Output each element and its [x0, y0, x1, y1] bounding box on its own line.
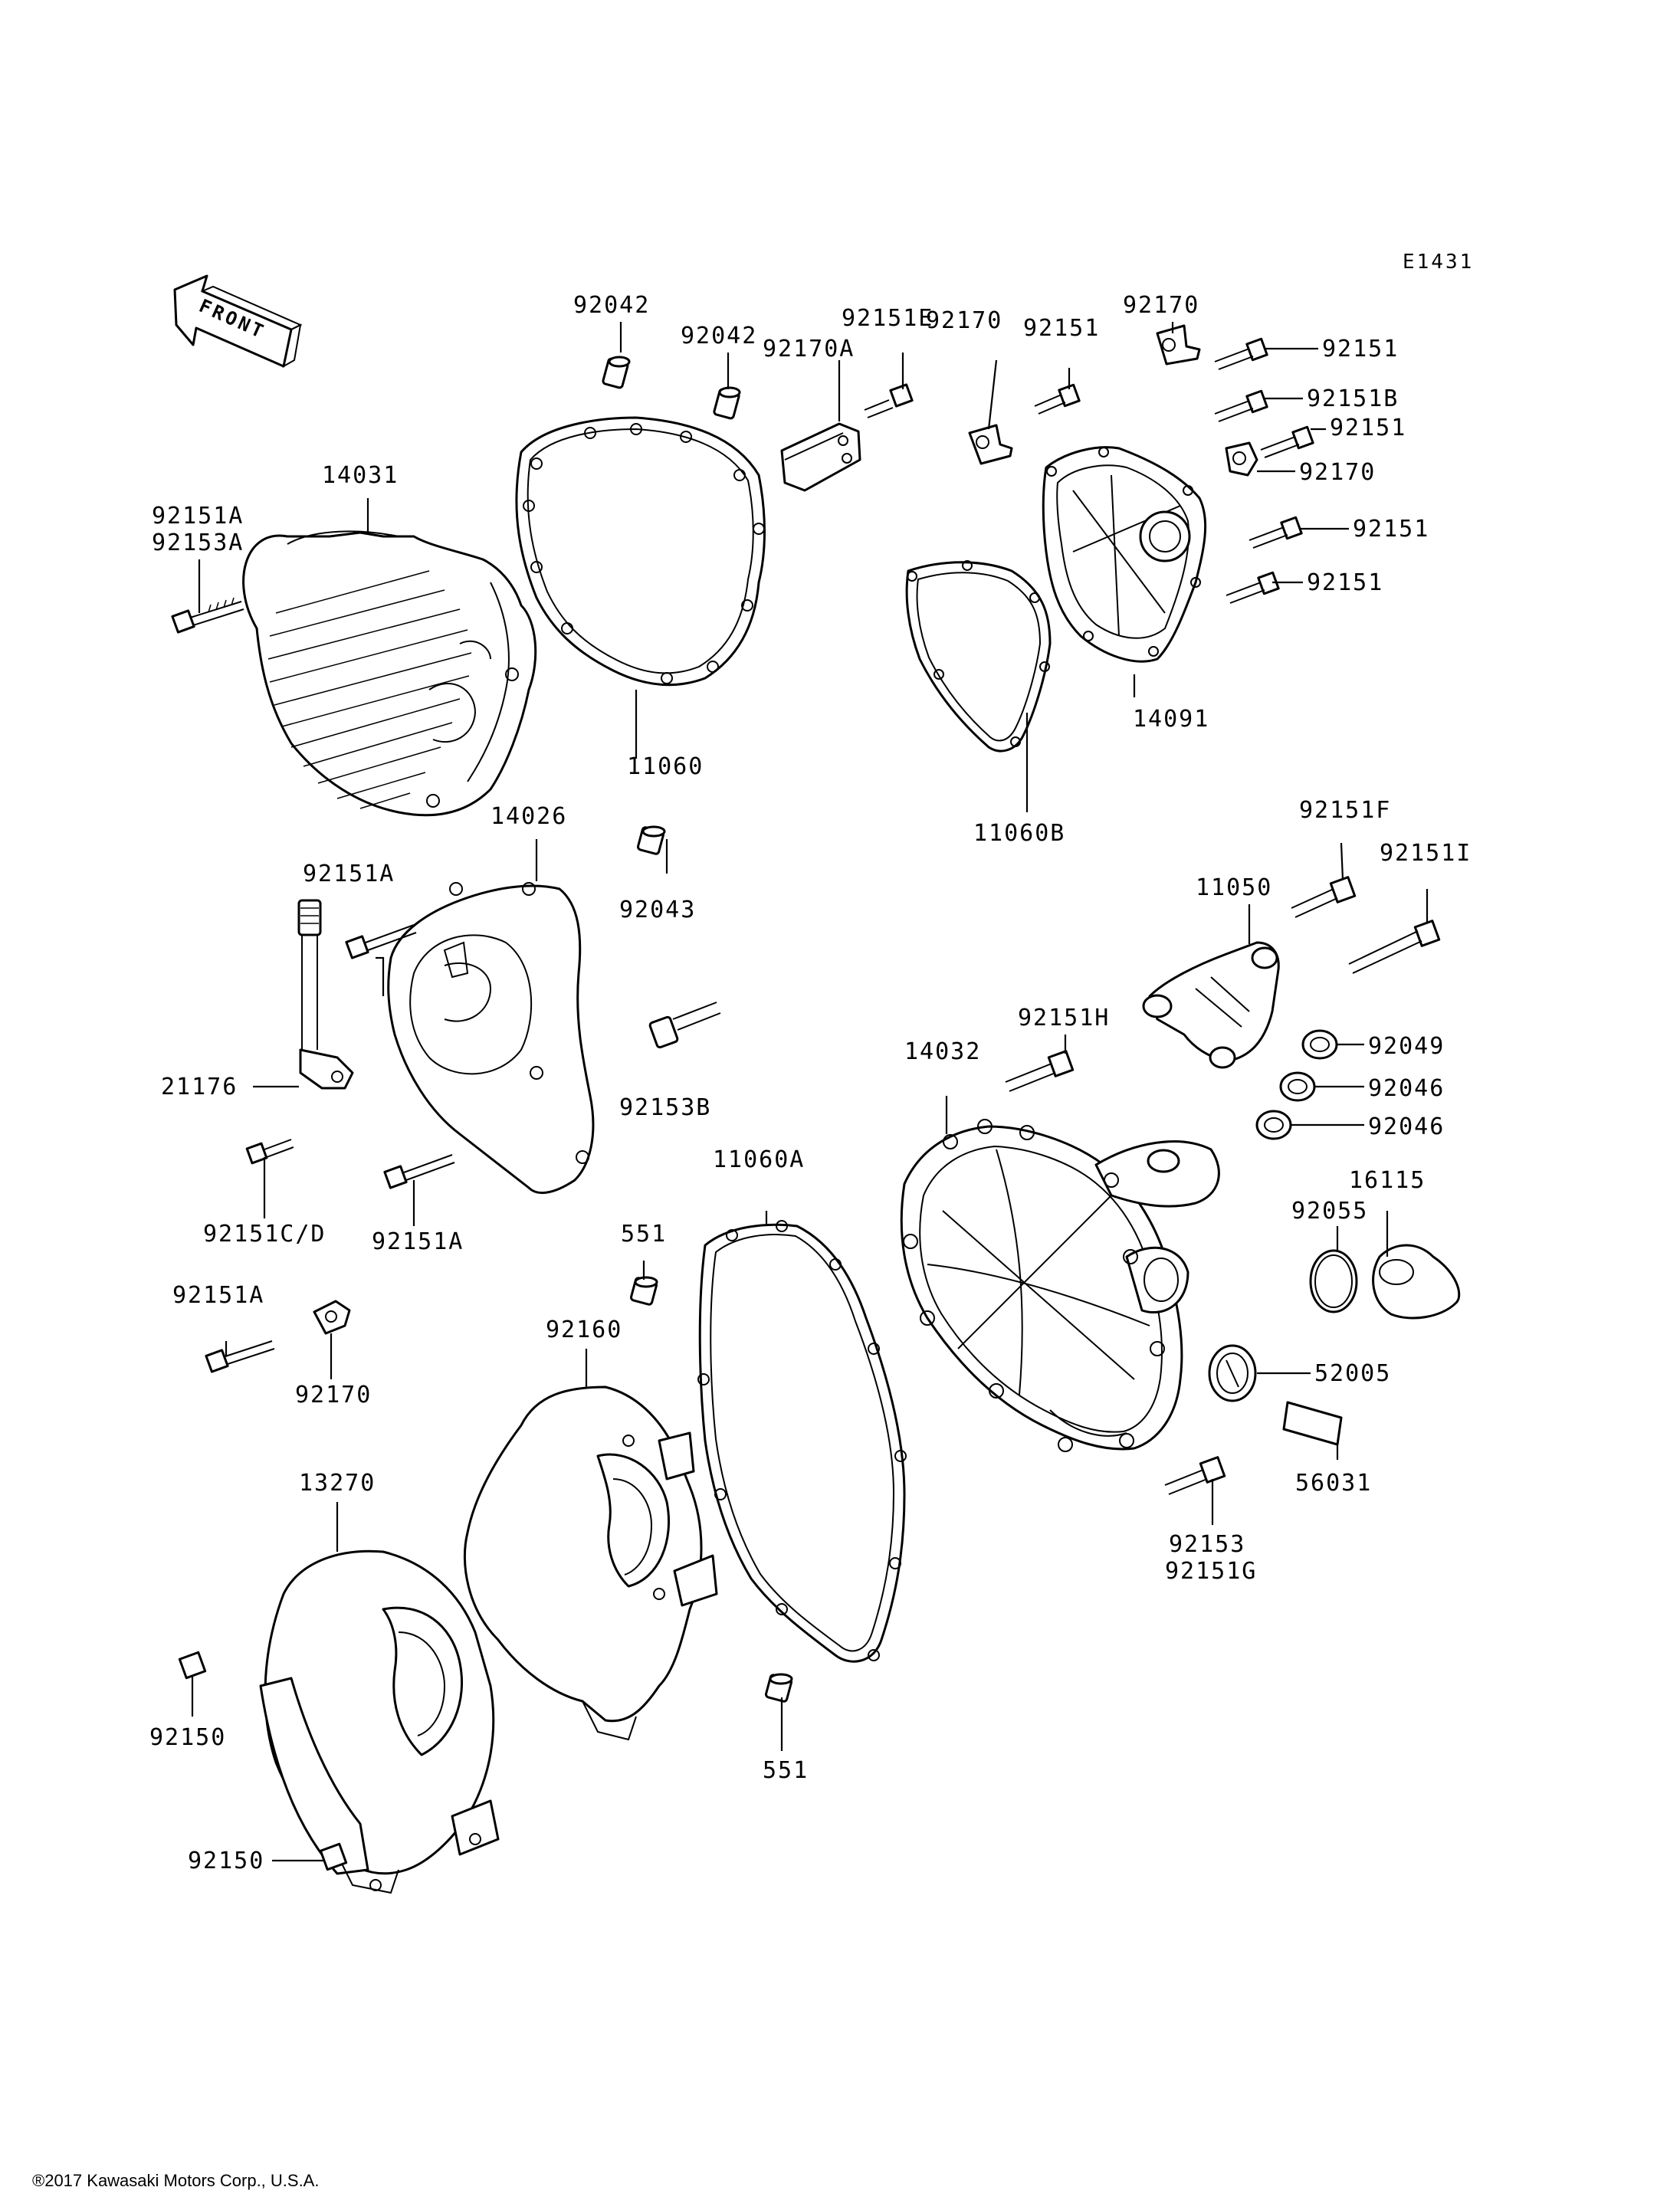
label-92170-d: 92170	[295, 1382, 372, 1408]
bolt-92151i	[1348, 920, 1441, 974]
bolts-14091	[1034, 337, 1314, 604]
clamp-92170-a	[968, 424, 1013, 465]
label-92151-d: 92151	[1353, 516, 1429, 543]
label-56031: 56031	[1295, 1470, 1372, 1497]
stud-92153b	[648, 1002, 721, 1049]
bracket-11050	[1142, 941, 1280, 1069]
label-92153b: 92153B	[619, 1094, 711, 1121]
clamp-92170-c	[1225, 441, 1258, 477]
bolt-92150-lower	[319, 1842, 348, 1871]
bolt-92150-upper	[178, 1651, 207, 1680]
sensor-21176	[297, 899, 354, 1090]
label-92151-c: 92151	[1330, 415, 1406, 441]
label-92151a-a: 92151A	[152, 503, 244, 530]
label-92170-b: 92170	[1123, 292, 1199, 319]
inner-cover-92160	[463, 1385, 718, 1741]
diagram-reference: E1431	[1403, 251, 1474, 274]
bolt-92151f	[1291, 876, 1357, 918]
label-56031	[1282, 1401, 1343, 1446]
label-92151f: 92151F	[1299, 797, 1391, 824]
bolt-92151a-lower	[205, 1340, 275, 1373]
front-arrow-icon: FRONT	[173, 274, 303, 368]
seal-92049	[1301, 1029, 1338, 1060]
part-labels: 92042 92042 92151E 92170A 92170 92151 92…	[149, 292, 1472, 1874]
label-11060: 11060	[627, 753, 704, 780]
clamp-92170-b	[1156, 324, 1201, 366]
label-92170-a: 92170	[926, 307, 1002, 334]
clamp-92170a	[780, 422, 861, 492]
bearing-92046-a	[1279, 1071, 1316, 1102]
label-92151b: 92151B	[1307, 385, 1399, 412]
bearing-92046-b	[1255, 1110, 1292, 1140]
label-92150-b: 92150	[188, 1848, 264, 1874]
label-14091: 14091	[1133, 706, 1209, 733]
label-92151-b: 92151	[1322, 336, 1399, 362]
label-13270: 13270	[299, 1470, 376, 1497]
label-92046-a: 92046	[1368, 1075, 1445, 1102]
label-92151e: 92151E	[842, 305, 934, 332]
label-92153: 92153	[1169, 1531, 1245, 1558]
label-551-b: 551	[763, 1757, 809, 1784]
label-92151a-b: 92151A	[303, 861, 395, 887]
label-21176: 21176	[161, 1074, 238, 1100]
label-92150-a: 92150	[149, 1724, 226, 1751]
dowel-92042-b	[713, 386, 741, 420]
label-92151i: 92151I	[1380, 840, 1472, 867]
o-ring-92055	[1309, 1249, 1358, 1313]
pulser-cover-14026	[387, 882, 595, 1195]
label-16115: 16115	[1349, 1167, 1426, 1194]
label-92151c-d: 92151C/D	[203, 1221, 326, 1248]
label-52005: 52005	[1314, 1360, 1391, 1387]
label-11060a: 11060A	[713, 1146, 805, 1173]
outer-cover-13270	[259, 1549, 500, 1894]
cover-14091	[1042, 446, 1207, 663]
label-92042-a: 92042	[573, 292, 650, 319]
label-92151g: 92151G	[1165, 1558, 1257, 1585]
gasket-11060b	[905, 560, 1052, 753]
label-92042-b: 92042	[681, 323, 757, 349]
copyright-notice: ®2017 Kawasaki Motors Corp., U.S.A.	[32, 2171, 319, 2190]
label-14032: 14032	[904, 1038, 981, 1065]
label-92151a-d: 92151A	[172, 1282, 264, 1309]
dowel-551-upper	[629, 1276, 658, 1306]
label-11050: 11050	[1196, 874, 1272, 901]
label-92160: 92160	[546, 1317, 622, 1343]
clutch-cover-14032	[900, 1119, 1220, 1452]
bolts-14026	[245, 924, 455, 1189]
bolt-92153	[1164, 1456, 1226, 1495]
label-92043: 92043	[619, 897, 696, 923]
label-551-a: 551	[621, 1221, 667, 1248]
sight-glass-52005	[1208, 1344, 1257, 1402]
label-14031: 14031	[322, 462, 399, 489]
label-92046-b: 92046	[1368, 1113, 1445, 1140]
gasket-11060	[515, 416, 766, 687]
label-92151-a: 92151	[1023, 315, 1100, 342]
dowel-551-lower	[764, 1673, 793, 1703]
bolt-92151e	[864, 383, 914, 418]
label-92151h: 92151H	[1018, 1005, 1110, 1031]
label-11060b: 11060B	[973, 820, 1065, 847]
bolt-92151h	[1005, 1050, 1075, 1092]
dowel-92043	[636, 825, 666, 855]
dowel-92042-a	[602, 356, 631, 389]
gasket-11060a	[697, 1220, 907, 1663]
label-92049: 92049	[1368, 1033, 1445, 1060]
label-92151-e: 92151	[1307, 569, 1383, 596]
label-92151a-c: 92151A	[372, 1228, 464, 1255]
label-92170a: 92170A	[763, 336, 855, 362]
cap-16115	[1372, 1244, 1461, 1320]
label-92055: 92055	[1291, 1198, 1368, 1225]
bolt-92151a	[171, 597, 244, 634]
leader-lines	[191, 322, 1429, 1862]
label-14026: 14026	[491, 803, 567, 830]
clamp-92170-lower	[313, 1300, 351, 1335]
label-92153a: 92153A	[152, 530, 244, 556]
generator-cover-14031	[242, 530, 537, 817]
label-92170-c: 92170	[1299, 459, 1376, 486]
